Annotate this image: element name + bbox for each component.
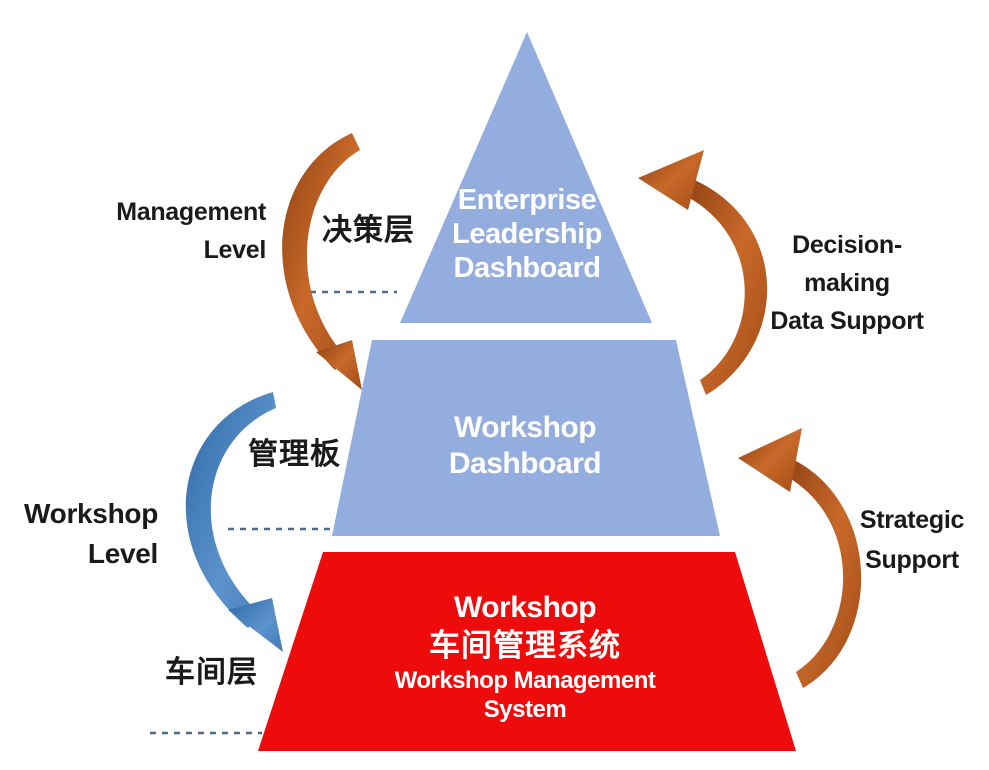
- workshop-level-line-2: Level: [87, 538, 158, 569]
- tier-top-line-3: Dashboard: [453, 252, 601, 285]
- decision-support-line-1: Decision-making: [792, 231, 902, 297]
- tier-bottom-line-2: 车间管理系统: [429, 628, 621, 664]
- decision-support-line-2: Data Support: [770, 307, 924, 335]
- right-orange-arrow-upper-icon: [638, 150, 768, 395]
- decision-layer-cn-label: 决策层: [322, 213, 415, 248]
- left-blue-arrow-icon: [185, 392, 283, 652]
- tier-top-line-1: Enterprise: [457, 184, 597, 216]
- tier-middle-label: Workshop Dashboard: [400, 410, 650, 482]
- tier-bottom-label: Workshop 车间管理系统 Workshop Management Syst…: [360, 590, 690, 724]
- right-orange-arrow-lower-icon: [738, 428, 862, 688]
- workshop-level-line-1: Workshop: [24, 498, 158, 529]
- decision-support-label: Decision-making Data Support: [752, 226, 942, 340]
- management-board-cn-label: 管理板: [248, 437, 341, 472]
- strategic-support-label: Strategic Support: [852, 500, 972, 580]
- workshop-layer-cn-label: 车间层: [165, 655, 258, 690]
- tier-middle-line-1: Workshop: [453, 411, 597, 444]
- tier-bottom-line-4: System: [483, 696, 567, 723]
- pyramid-tier-middle: [332, 340, 720, 536]
- pyramid-tier-bottom: [258, 552, 796, 751]
- workshop-level-label: Workshop Level: [10, 494, 158, 574]
- tier-top-label: Enterprise Leadership Dashboard: [420, 183, 634, 286]
- management-level-label: Management Level: [96, 193, 266, 269]
- strategic-support-line-1: Strategic: [859, 506, 965, 534]
- management-level-line-2: Level: [203, 236, 267, 264]
- pyramid-tier-top: [400, 32, 652, 323]
- tier-middle-line-2: Dashboard: [448, 447, 602, 480]
- tier-top-line-2: Leadership: [452, 218, 602, 251]
- left-orange-arrow-icon: [282, 133, 362, 390]
- tier-bottom-line-3: Workshop Management: [394, 667, 656, 694]
- tier-bottom-line-1: Workshop: [453, 591, 597, 624]
- strategic-support-line-2: Support: [865, 546, 959, 574]
- management-level-line-1: Management: [116, 198, 266, 226]
